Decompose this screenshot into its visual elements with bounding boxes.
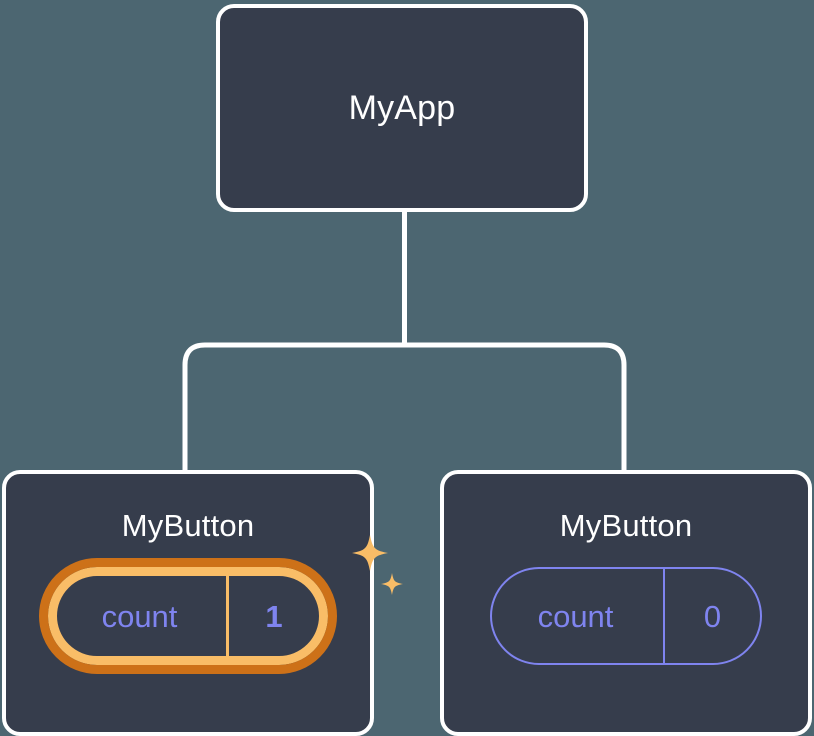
connector-branch-left bbox=[182, 342, 405, 470]
node-mybutton-left[interactable]: MyButton count 1 bbox=[2, 470, 403, 736]
state-key-left: count bbox=[101, 598, 178, 634]
state-badge-count-right[interactable]: count 0 bbox=[490, 567, 762, 665]
state-value-left: 1 bbox=[226, 576, 319, 656]
node-mybutton-left-label: MyButton bbox=[121, 508, 255, 543]
connector-branch-right bbox=[404, 342, 627, 470]
state-pill-left-wrap: count 1 bbox=[39, 535, 403, 674]
state-pill-right-wrap: count 0 bbox=[490, 567, 762, 665]
state-key-right: count bbox=[537, 598, 614, 634]
state-badge-count-left[interactable]: count 1 bbox=[39, 558, 337, 674]
node-myapp[interactable]: MyApp bbox=[216, 4, 588, 212]
state-value-right: 0 bbox=[663, 569, 760, 663]
sparkle-large-icon bbox=[352, 535, 388, 571]
sparkle-group-icon bbox=[352, 535, 403, 595]
sparkle-small-icon bbox=[381, 573, 403, 595]
node-mybutton-right[interactable]: MyButton count 0 bbox=[440, 470, 812, 736]
node-myapp-label: MyApp bbox=[348, 89, 456, 127]
node-mybutton-right-label: MyButton bbox=[559, 508, 693, 543]
